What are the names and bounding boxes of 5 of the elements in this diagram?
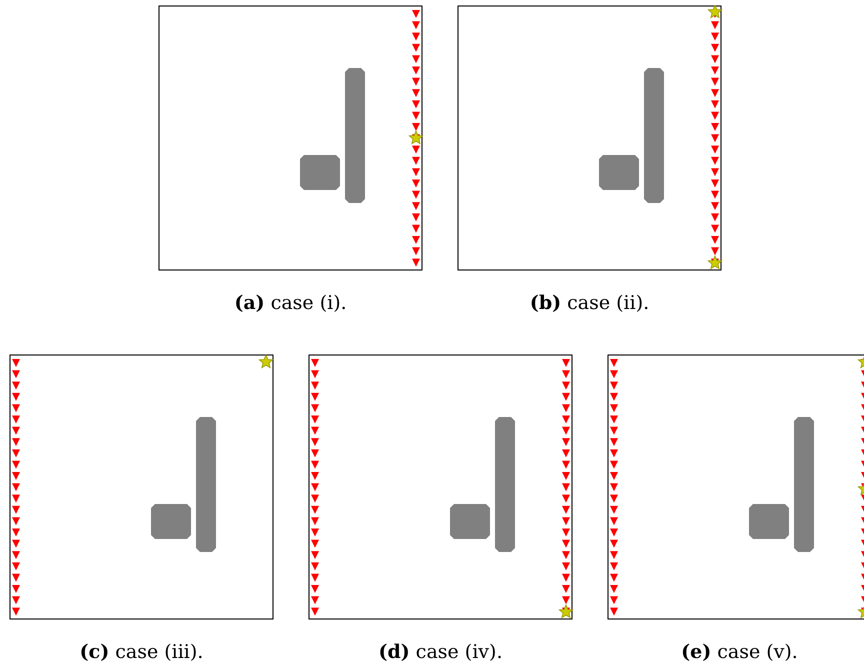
figure-caption: (a) case (i).	[233, 292, 348, 314]
figure-caption: (d) case (iv).	[378, 641, 504, 663]
figure-caption: (e) case (v).	[680, 641, 799, 663]
figure-caption: (b) case (ii).	[528, 292, 650, 314]
figure-caption: (c) case (iii).	[78, 641, 204, 663]
